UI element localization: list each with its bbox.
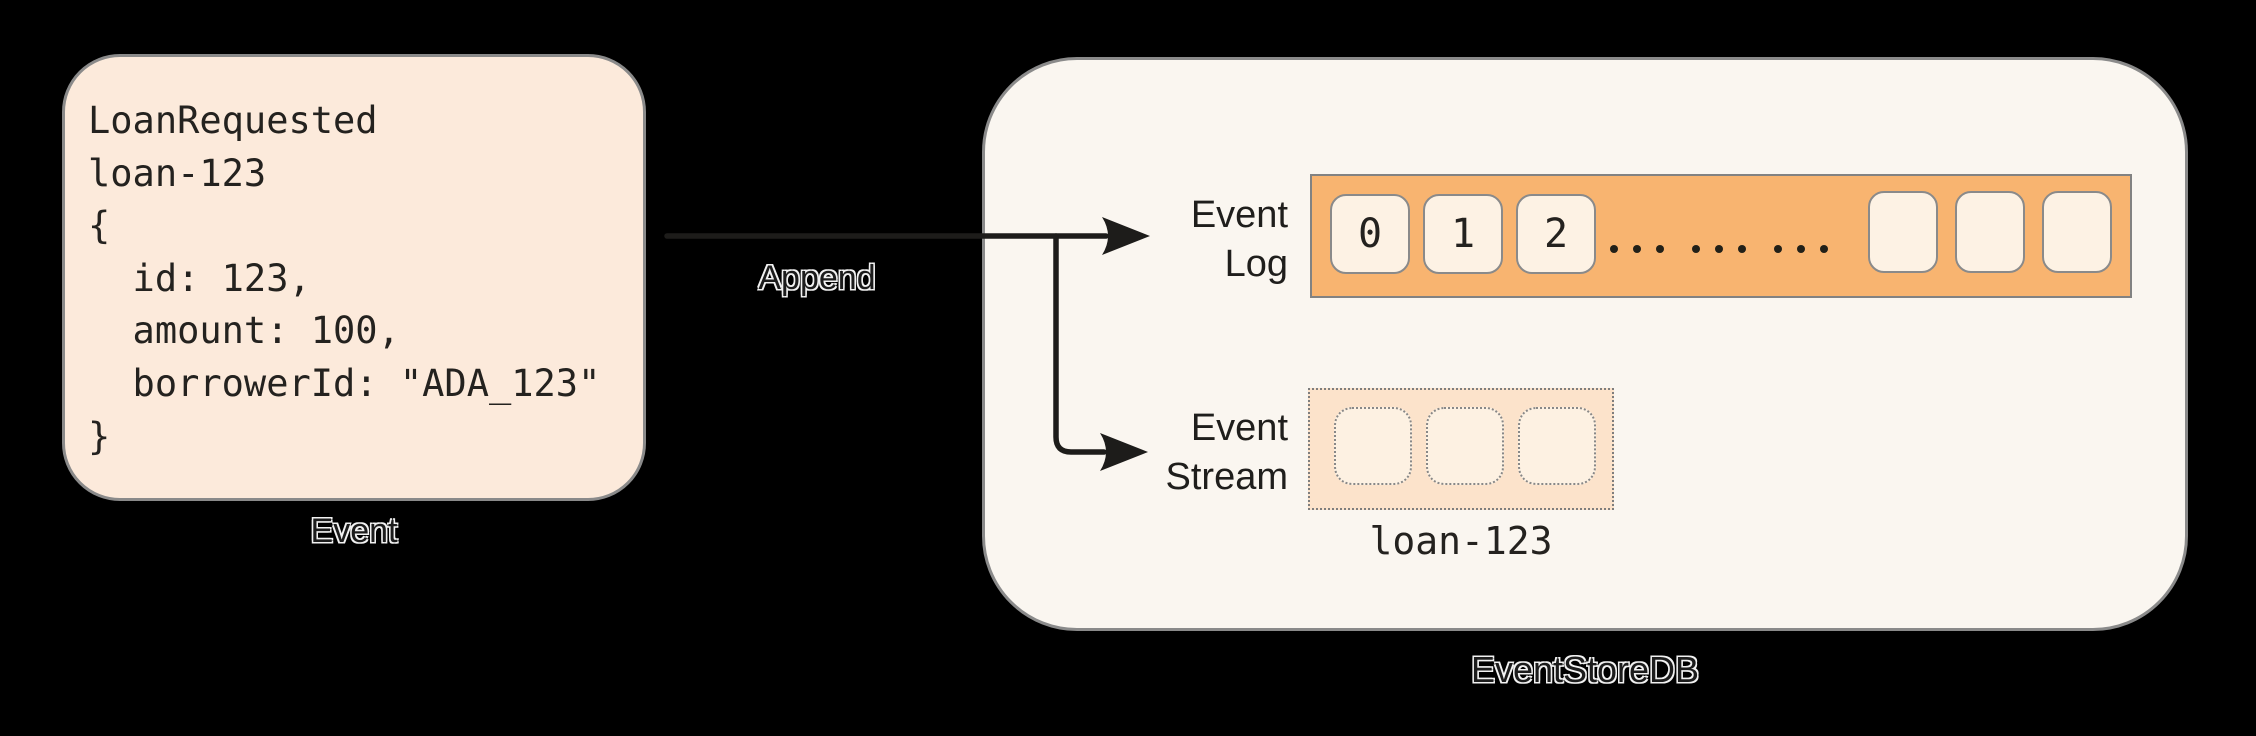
event-stream-box [1308,388,1614,510]
event-code: LoanRequested loan-123 { id: 123, amount… [88,95,600,463]
event-stream-label: Event Stream [1082,404,1288,502]
ellipsis-group [1774,245,1828,253]
ellipsis-dot [1715,245,1723,253]
ellipsis-dot [1820,245,1828,253]
stream-empty-cell [1426,407,1504,485]
stream-name-caption: loan-123 [1369,519,1553,563]
ellipsis-group [1610,245,1664,253]
stream-empty-cell [1518,407,1596,485]
event-log-label: Event Log [1082,191,1288,289]
event-log-label-line: Log [1224,243,1288,285]
eventstoredb-box [982,57,2188,631]
event-code-line: } [88,414,111,458]
append-label: Append [758,259,876,297]
event-stream-label-line: Stream [1165,456,1288,498]
log-empty-cell [1955,191,2025,273]
log-cell-0: 0 [1330,194,1410,274]
ellipsis-dot [1656,245,1664,253]
event-code-line: borrowerId: "ADA_123" [88,361,601,405]
event-code-line: { [88,204,111,248]
event-code-line: loan-123 [88,151,267,195]
event-code-line: LoanRequested [88,99,378,142]
event-code-line: amount: 100, [88,309,400,353]
ellipsis-dot [1774,245,1782,253]
log-empty-cell [2042,191,2112,273]
ellipsis-group [1692,245,1746,253]
ellipsis-dot [1797,245,1805,253]
ellipsis-dot [1610,245,1618,253]
ellipsis-dot [1738,245,1746,253]
stream-empty-cell [1334,407,1412,485]
log-empty-cell [1868,191,1938,273]
log-cell-2: 2 [1516,194,1596,274]
ellipsis-dot [1692,245,1700,253]
log-cell-1: 1 [1423,194,1503,274]
event-stream-label-line: Event [1190,407,1288,449]
event-log-bar: 0 1 2 [1310,174,2132,298]
event-card: LoanRequested loan-123 { id: 123, amount… [62,54,646,501]
event-card-caption: Event [310,512,398,550]
ellipsis-dot [1633,245,1641,253]
eventstoredb-caption: EventStoreDB [1470,649,1700,690]
event-code-line: id: 123, [88,256,311,300]
log-ellipsis [1610,245,1828,253]
event-log-label-line: Event [1190,194,1288,236]
